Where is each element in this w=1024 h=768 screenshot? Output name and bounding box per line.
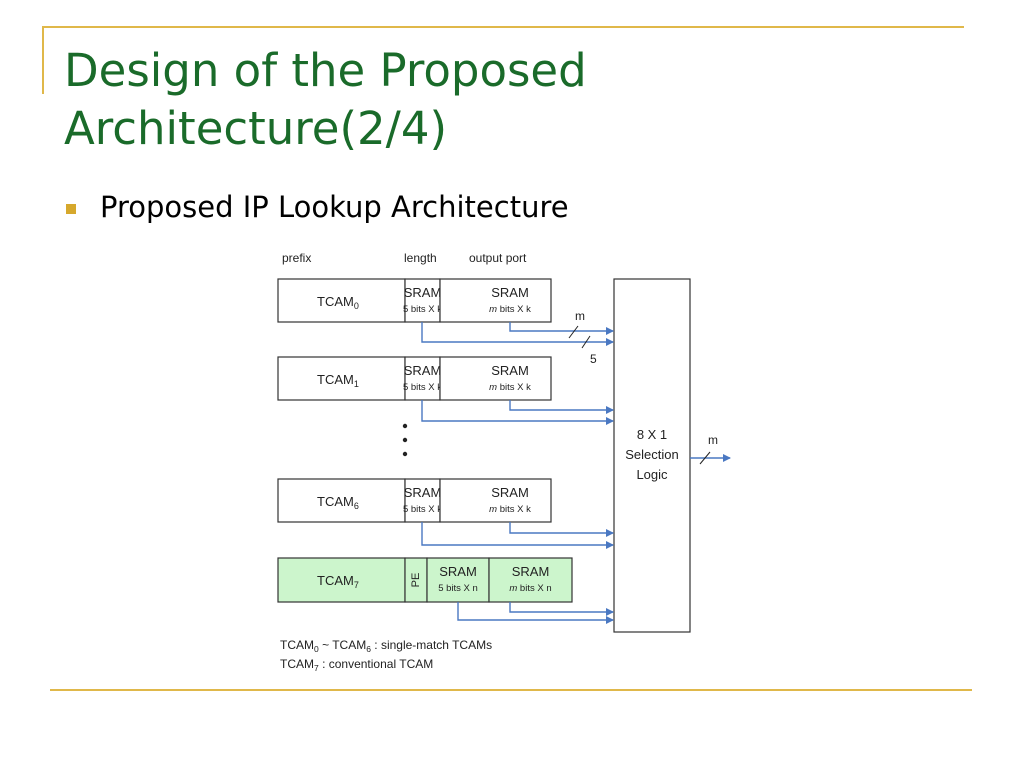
sram-output-6-box — [439, 478, 552, 523]
bus-slash-5 — [581, 335, 591, 349]
sram-output-7-label: SRAM — [512, 564, 550, 579]
arrow-length-0 — [421, 322, 614, 346]
priority-encoder-label: PE — [410, 573, 422, 588]
output-bus-width-m: m — [708, 433, 718, 447]
output-bus-slash — [699, 451, 711, 465]
selection-logic-line-1: 8 X 1 — [637, 427, 667, 442]
tcam-0-box — [277, 278, 406, 323]
sram-output-1-label: SRAM — [491, 363, 529, 378]
slide-title: Design of the Proposed Architecture(2/4) — [64, 42, 964, 158]
bus-width-m: m — [575, 309, 585, 323]
frame-bottom-rule — [50, 689, 972, 691]
arrow-length-1 — [421, 400, 614, 425]
tcam-1-box — [277, 356, 406, 401]
arrow-length-7 — [457, 602, 614, 624]
architecture-diagram-svg: prefix length output port TCAM0 SRAM 5 b… — [277, 251, 731, 673]
sram-length-7-box — [426, 557, 490, 603]
ellipsis-dot — [402, 423, 408, 429]
sram-length-1-size: 5 bits X k — [403, 382, 442, 393]
tcam-row-0: TCAM0 SRAM 5 bits X k SRAM m bits X k — [277, 278, 552, 323]
frame-top-rule — [42, 26, 964, 28]
slide-title-line-2: Architecture(2/4) — [64, 102, 448, 155]
slide-title-line-1: Design of the Proposed — [64, 44, 587, 97]
header-output-port: output port — [469, 251, 527, 265]
bus-width-5: 5 — [590, 352, 597, 366]
connection-arrows — [421, 322, 731, 624]
sram-output-1-box — [439, 356, 552, 401]
sram-output-1-size: m bits X k — [489, 382, 531, 393]
selection-logic-line-2: Selection — [625, 447, 678, 462]
tcam-row-1: TCAM1 SRAM 5 bits X k SRAM m bits X k — [277, 356, 552, 401]
selection-logic-box — [613, 278, 691, 633]
tcam-6-box — [277, 478, 406, 523]
arrow-output-7 — [509, 602, 614, 616]
arrow-output-0 — [509, 322, 614, 335]
tcam-0-label: TCAM0 — [317, 294, 359, 311]
ellipsis-dot — [402, 437, 408, 443]
tcam-row-7: TCAM7 PE SRAM 5 bits X n SRAM m bits X n — [277, 557, 573, 603]
arrow-output-6 — [509, 522, 614, 537]
sram-output-0-size: m bits X k — [489, 304, 531, 315]
sram-length-6-label: SRAM — [404, 485, 442, 500]
tcam-6-label: TCAM6 — [317, 494, 359, 511]
sram-length-1-label: SRAM — [404, 363, 442, 378]
sram-output-7-box — [488, 557, 573, 603]
architecture-diagram: prefix length output port TCAM0 SRAM 5 b… — [270, 240, 750, 684]
arrow-output-1 — [509, 400, 614, 414]
sram-output-6-label: SRAM — [491, 485, 529, 500]
sram-length-6-size: 5 bits X k — [403, 504, 442, 515]
arrow-length-6 — [421, 522, 614, 549]
tcam-1-label: TCAM1 — [317, 372, 359, 389]
sram-output-0-box — [439, 278, 552, 323]
sram-length-7-label: SRAM — [439, 564, 477, 579]
header-prefix: prefix — [282, 251, 311, 265]
frame-left-rule — [42, 26, 44, 94]
bullet-square-icon — [66, 204, 76, 214]
selection-logic-line-3: Logic — [636, 467, 668, 482]
sram-output-7-size: m bits X n — [509, 583, 551, 594]
sram-output-6-size: m bits X k — [489, 504, 531, 515]
sram-length-0-label: SRAM — [404, 285, 442, 300]
sram-output-0-label: SRAM — [491, 285, 529, 300]
tcam-row-6: TCAM6 SRAM 5 bits X k SRAM m bits X k — [277, 478, 552, 523]
legend-line-1: TCAM0 ~ TCAM6 : single-match TCAMs — [280, 638, 492, 654]
tcam-7-label: TCAM7 — [317, 573, 359, 590]
bullet-text: Proposed IP Lookup Architecture — [100, 190, 569, 224]
sram-length-0-size: 5 bits X k — [403, 304, 442, 315]
legend-line-2: TCAM7 : conventional TCAM — [280, 657, 433, 673]
bus-slash-m — [568, 325, 579, 339]
sram-length-7-size: 5 bits X n — [438, 583, 478, 594]
header-length: length — [404, 251, 437, 265]
ellipsis-dot — [402, 451, 408, 457]
